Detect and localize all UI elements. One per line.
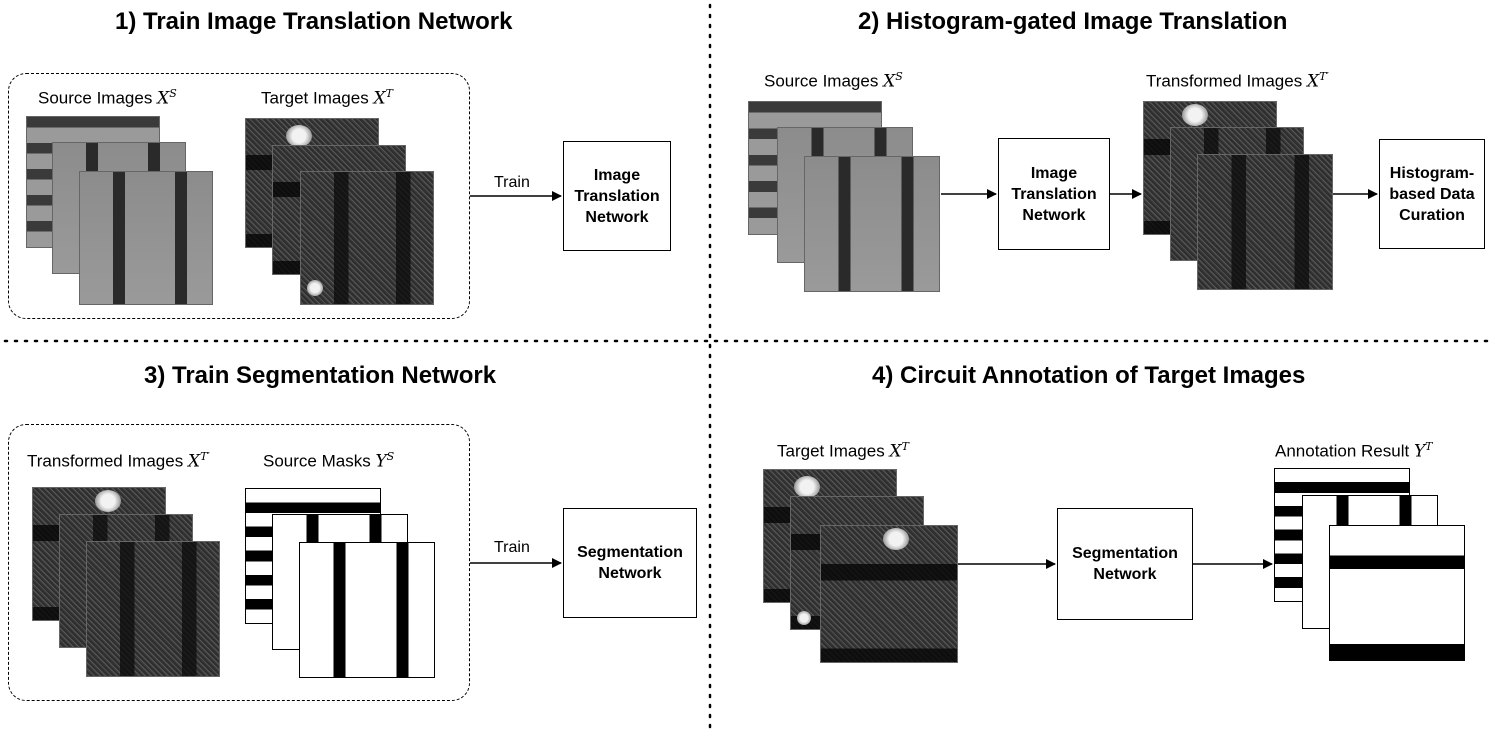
p2-source-images-label: Source Images XS: [764, 70, 903, 92]
source-mask-3: [299, 542, 435, 678]
source-image-3: [79, 171, 213, 305]
train-arrow-label-1: Train: [494, 174, 530, 191]
transformed-images-label: Transformed Images XT′: [1146, 70, 1329, 92]
panel-3-title: 3) Train Segmentation Network: [144, 362, 497, 389]
panel-2-title: 2) Histogram-gated Image Translation: [858, 8, 1288, 35]
p3-transformed-image-3: [86, 541, 220, 677]
source-masks-label: Source Masks YS: [263, 450, 395, 472]
p2-source-image-3: [804, 156, 940, 292]
annotation-result-3: [1329, 525, 1465, 661]
panel-3-training-data-group: [8, 424, 470, 701]
panel-1-training-data-group: [8, 73, 470, 319]
panel-4-title: 4) Circuit Annotation of Target Images: [872, 362, 1306, 389]
transformed-image-3: [1197, 154, 1333, 290]
annotation-result-label: Annotation Result YT: [1275, 440, 1433, 462]
p3-transformed-images-label: Transformed Images XT′: [27, 450, 210, 472]
panel-1-title: 1) Train Image Translation Network: [115, 8, 513, 35]
target-image-3: [300, 171, 434, 305]
p4-target-image-3: [820, 525, 958, 663]
train-arrow-label-2: Train: [494, 539, 530, 556]
source-images-label: Source Images XS: [38, 87, 177, 109]
p4-target-images-label: Target Images XT: [777, 440, 909, 462]
target-images-label: Target Images XT: [261, 87, 393, 109]
